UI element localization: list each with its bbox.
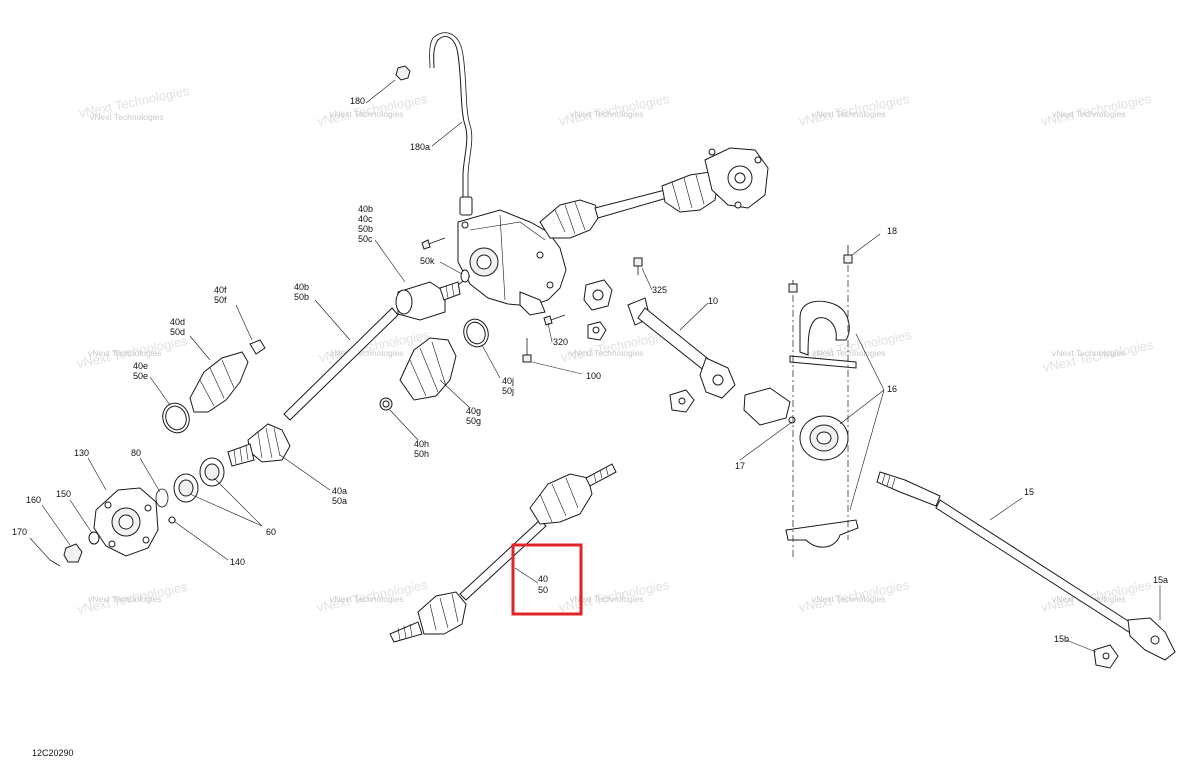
callout-40c: 40c [358, 214, 373, 224]
callout-40a: 40a [332, 486, 347, 496]
vent-hose-180a [429, 32, 473, 216]
watermark: vNext Technologies [812, 594, 886, 604]
callout-60: 60 [266, 527, 276, 537]
callout-labels: 180 180a 40b 40c 50b 50c 50k 40f 50f 40d… [12, 96, 1168, 644]
watermark: vNext Technologies [90, 112, 164, 122]
watermark: vNext Technologies [1052, 109, 1126, 119]
callout-50b: 50b [358, 224, 373, 234]
boot-40g [399, 337, 457, 401]
right-drive-boot [539, 147, 769, 239]
callout-180: 180 [350, 96, 365, 106]
callout-50f: 50f [214, 295, 227, 305]
clamp-40h [379, 397, 393, 411]
callout-40d: 40d [170, 317, 185, 327]
callout-150: 150 [56, 489, 71, 499]
axle-assembly-40 [389, 463, 617, 643]
callout-50j: 50j [502, 386, 514, 396]
callout-40h: 40h [414, 439, 429, 449]
yoke-325 [583, 279, 613, 311]
callout-50h: 50h [414, 449, 429, 459]
circlip-80 [155, 488, 169, 508]
nut-160 [63, 543, 83, 563]
callout-50e: 50e [133, 371, 148, 381]
callout-40: 40 [538, 574, 548, 584]
callout-40f: 40f [214, 285, 227, 295]
left-axle-upper [227, 281, 461, 467]
rear-driveshaft-15 [876, 471, 1176, 661]
callout-18: 18 [887, 226, 897, 236]
clamp-40f [249, 339, 266, 355]
u-joint-cross-2 [669, 389, 695, 413]
front-differential [457, 209, 567, 316]
callout-100: 100 [586, 371, 601, 381]
callout-40j: 40j [502, 376, 514, 386]
diagram-code: 12C20290 [32, 748, 74, 758]
watermark: vNext Technologies [812, 109, 886, 119]
callout-325: 325 [652, 285, 667, 295]
u-joint-cross [587, 321, 607, 341]
boot-40d [189, 351, 249, 413]
ring-50k [460, 269, 470, 283]
callout-50c: 50c [358, 234, 373, 244]
nut-180 [395, 65, 411, 81]
callout-17: 17 [735, 461, 745, 471]
callout-80: 80 [131, 448, 141, 458]
callout-50d: 50d [170, 327, 185, 337]
callout-40g: 40g [466, 406, 481, 416]
watermark: vNext Technologies [812, 348, 886, 358]
callout-180a: 180a [410, 142, 430, 152]
callout-15b: 15b [1054, 634, 1069, 644]
highlight-box[interactable] [511, 543, 583, 616]
callout-170: 170 [12, 527, 27, 537]
callout-40b-2: 40b [294, 282, 309, 292]
watermark: vNext Technologies [330, 594, 404, 604]
u-joint-cross-15b [1093, 644, 1119, 669]
propeller-shaft-10 [627, 297, 736, 399]
callout-160: 160 [26, 495, 41, 505]
center-bearing-16 [785, 265, 859, 560]
cotter-pin-170 [49, 559, 61, 567]
bearing-60 [173, 457, 225, 503]
watermark: vNext Technologies [1052, 348, 1126, 358]
watermark: vNext Technologies [570, 594, 644, 604]
callout-15: 15 [1024, 487, 1034, 497]
leader-lines [29, 79, 1161, 653]
callout-130: 130 [74, 448, 89, 458]
clamp-40e [162, 402, 190, 434]
callout-40e: 40e [133, 361, 148, 371]
callout-40b: 40b [358, 204, 373, 214]
clamp-40j [463, 318, 489, 348]
watermark: vNext Technologies [330, 348, 404, 358]
callout-50: 50 [538, 585, 548, 595]
watermark: vNext Technologies [570, 348, 644, 358]
stud-140 [168, 516, 176, 524]
callout-140: 140 [230, 557, 245, 567]
callout-15a: 15a [1153, 575, 1168, 585]
washer-150 [88, 531, 100, 545]
callout-10: 10 [708, 296, 718, 306]
watermark: vNext Technologies [88, 594, 162, 604]
callout-50g: 50g [466, 416, 481, 426]
wheel-hub-130 [93, 487, 159, 557]
callout-50a: 50a [332, 496, 347, 506]
watermark: vNext Technologies [570, 109, 644, 119]
watermark: vNext Technologies [330, 109, 404, 119]
bolts-diff [421, 237, 853, 363]
callout-16: 16 [887, 384, 897, 394]
watermark: vNext Technologies [88, 348, 162, 358]
callout-320: 320 [553, 337, 568, 347]
callout-50b-2: 50b [294, 292, 309, 302]
slip-yoke-17 [743, 387, 796, 426]
callout-50k: 50k [420, 256, 435, 266]
